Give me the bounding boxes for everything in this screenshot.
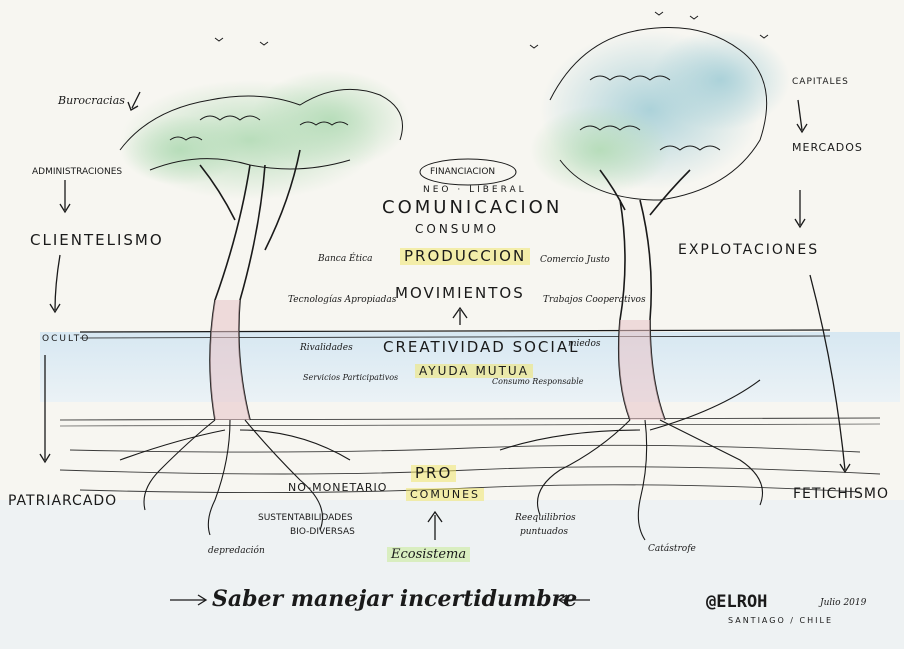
label-tecnologias-apropiadas: Tecnologías Apropiadas — [288, 295, 397, 305]
signature-place: SANTIAGO / CHILE — [728, 616, 834, 625]
label-tagline: Saber manejar incertidumbre — [212, 586, 578, 612]
label-fetichismo: FETICHISMO — [793, 486, 889, 502]
label-oculto: OCULTO — [42, 334, 91, 344]
label-capitales: CAPITALES — [792, 77, 849, 87]
label-clientelismo: CLIENTELISMO — [30, 231, 164, 249]
left-tree — [119, 70, 410, 536]
label-depredacion: depredación — [208, 546, 265, 556]
label-pro: PRO — [411, 465, 457, 482]
label-reequilibrios: Reequilibrios — [515, 513, 576, 523]
label-consumo-responsable: Consumo Responsable — [492, 377, 584, 386]
label-financiacion: FINANCIACION — [430, 167, 496, 177]
label-rivalidades: Rivalidades — [300, 343, 353, 353]
label-sustentabilidades: SUSTENTABILIDADES — [258, 513, 353, 523]
label-banca-etica: Banca Ética — [318, 254, 373, 264]
label-neo-liberal: NEO · LIBERAL — [423, 185, 527, 195]
label-servicios-participativos: Servicios Participativos — [303, 373, 399, 382]
label-produccion: PRODUCCION — [400, 248, 531, 265]
label-ecosistema: Ecosistema — [387, 547, 471, 562]
label-puntuados: puntuados — [520, 527, 568, 537]
label-patriarcado: PATRIARCADO — [8, 493, 118, 509]
label-creatividad-social: CREATIVIDAD SOCIAL — [383, 338, 580, 356]
right-tree — [499, 27, 790, 541]
label-explotaciones: EXPLOTACIONES — [678, 242, 820, 258]
signature-handle: @ELROH — [706, 592, 768, 612]
label-bio-diversas: BIO-DIVERSAS — [290, 527, 355, 537]
label-no-monetario: NO-MONETARIO — [288, 481, 388, 494]
label-miedos: miedos — [568, 339, 601, 349]
label-movimientos: MOVIMIENTOS — [395, 284, 525, 302]
label-comercio-justo: Comercio Justo — [540, 255, 610, 265]
label-ayuda-mutua: AYUDA MUTUA — [415, 364, 533, 378]
label-burocracias: Burocracias — [58, 94, 125, 107]
signature-date: Julio 2019 — [820, 598, 867, 608]
label-comunes: COMUNES — [406, 488, 485, 501]
label-consumo: CONSUMO — [415, 222, 499, 236]
label-mercados: MERCADOS — [792, 141, 863, 154]
label-comunicacion: COMUNICACION — [382, 197, 563, 218]
label-catastrofe: Catástrofe — [648, 544, 696, 554]
label-administraciones: ADMINISTRACIONES — [32, 167, 123, 177]
label-trabajos-cooperativos: Trabajos Cooperativos — [543, 295, 646, 305]
